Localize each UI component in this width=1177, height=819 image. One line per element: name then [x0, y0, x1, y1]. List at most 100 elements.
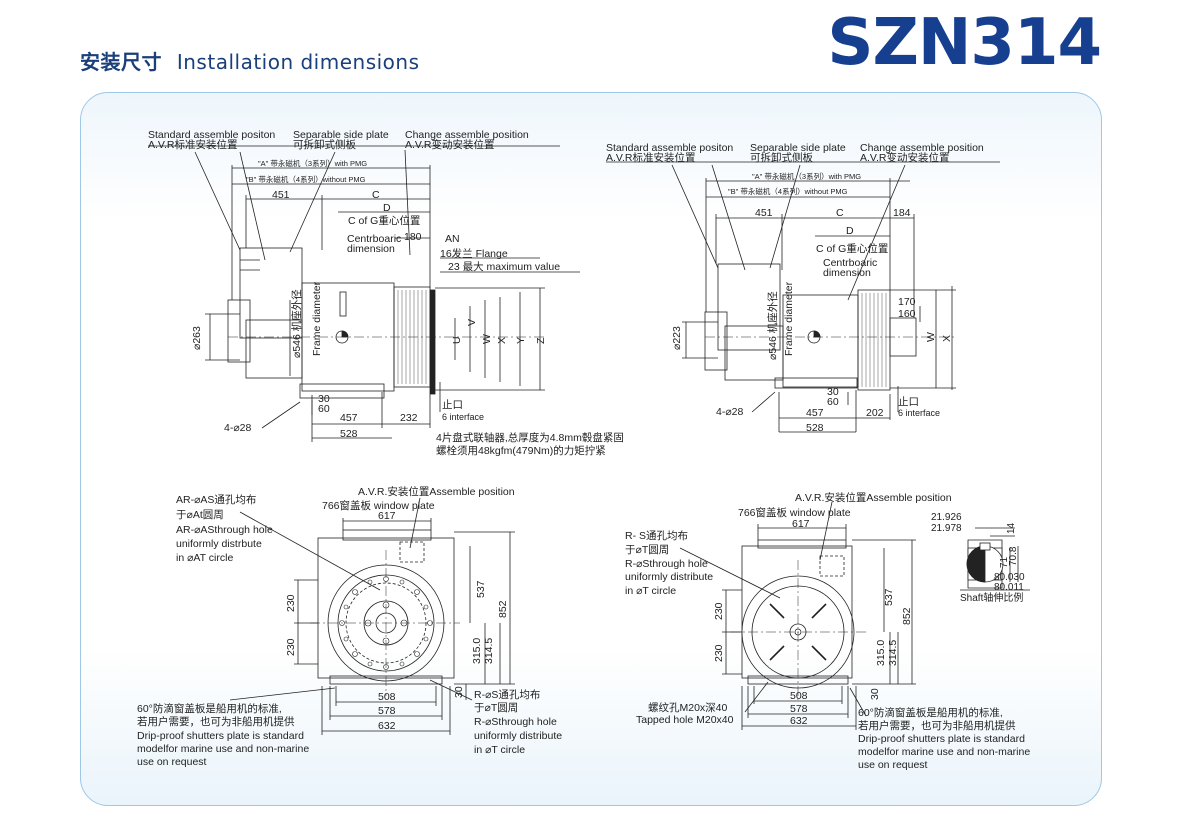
label-r-1: R-⌀S通孔均布 [474, 688, 540, 701]
dim-160: 160 [898, 308, 916, 320]
drawing-panel [80, 92, 1102, 806]
label-ar-5: in ⌀AT circle [176, 552, 233, 564]
label-stop: 止口 [442, 399, 463, 411]
label-iface: 6 interface [442, 412, 484, 422]
pmg-box [704, 311, 728, 371]
label-flange: 16发兰 Flange [440, 247, 508, 260]
note-drip-2: 若用户需要，也可为非船用机提供 [137, 715, 295, 728]
dim-232: 232 [400, 412, 418, 424]
label-cog: C of G重心位置 [348, 214, 420, 227]
label-change-pos-zh: A.V.R变动安装位置 [405, 138, 494, 151]
label-iface: 6 interface [898, 408, 940, 418]
avr-position [399, 541, 425, 563]
label-ar-2: 于⌀At圆周 [176, 509, 224, 521]
dim-x: X [941, 335, 953, 342]
end-view-left-labels: AR-⌀AS通孔均布 于⌀At圆周 AR-⌀ASthrough hole uni… [137, 485, 562, 768]
label-sep-plate: Separable side plate [750, 142, 846, 154]
dim-d: D [846, 225, 854, 237]
label-ar-4: uniformly distrbute [176, 538, 262, 550]
dim-315: 315.0 [875, 640, 887, 666]
end-view-left [229, 497, 515, 735]
window-plate [757, 539, 847, 549]
base-foot [299, 383, 385, 399]
label-an: AN [445, 233, 460, 245]
avr-box [717, 263, 781, 351]
dim-578: 578 [790, 703, 808, 715]
dim-d: D [383, 202, 391, 214]
dim-263: ⌀263 [191, 326, 203, 350]
label-r-4: uniformly distribute [474, 730, 562, 742]
dim-457: 457 [340, 412, 358, 424]
dim-617: 617 [378, 510, 396, 522]
label-window: 766窗盖板 window plate [322, 499, 435, 512]
dim-223: ⌀223 [671, 326, 683, 350]
label-max: 23 最大 maximum value [448, 260, 560, 273]
shaft-detail-labels: 21.926 21.978 14 71 70.8 80.030 80.011 S… [931, 512, 1025, 604]
dim-80030: 80.030 [994, 572, 1025, 583]
label-avr: A.V.R.安装位置Assemble position [795, 491, 952, 504]
dim-632: 632 [790, 715, 808, 727]
dim-180: 180 [404, 231, 422, 243]
avr-box [239, 247, 303, 339]
dim-71: 71 [999, 556, 1010, 568]
dim-y: Y [515, 337, 527, 344]
dim-314: 314.5 [483, 638, 495, 664]
dim-x: X [496, 337, 508, 344]
dim-21926: 21.926 [931, 512, 962, 523]
label-ar-1: AR-⌀AS通孔均布 [176, 493, 256, 506]
page-title-en: Installation dimensions [176, 50, 420, 74]
dim-528: 528 [340, 428, 358, 440]
dim-451: 451 [272, 189, 290, 201]
label-holes: 4-⌀28 [224, 422, 251, 434]
label-r-5: in ⌀T circle [625, 585, 676, 597]
dim-30: 30 [453, 686, 465, 698]
label-centrboaric: Centrboaric [347, 233, 401, 245]
endshield [245, 319, 303, 379]
model-number: SZN314 [827, 6, 1102, 80]
dim-60: 60 [827, 396, 839, 408]
note-coupling-2: 螺栓须用48kgfm(479Nm)的力矩拧紧 [436, 444, 606, 457]
side-view-left [148, 145, 580, 442]
label-stop: 止口 [898, 396, 919, 408]
window-plate [342, 529, 432, 541]
label-frame-zh: ⌀546 机座外径 [766, 291, 779, 360]
label-std-pos: Standard assemble positon [148, 129, 275, 141]
label-ar-3: AR-⌀ASthrough hole [176, 524, 273, 536]
label-a: "A" 带永磁机（3系列）with PMG [258, 158, 367, 168]
label-tapped-zh: 螺纹孔M20x深40 [648, 701, 728, 714]
dim-632: 632 [378, 720, 396, 732]
dim-578: 578 [378, 705, 396, 717]
dim-30: 30 [869, 688, 881, 700]
dim-30: 30 [318, 393, 330, 405]
dim-230b: 230 [285, 638, 297, 656]
dim-508: 508 [378, 691, 396, 703]
label-std-pos-zh: A.V.R标准安装位置 [606, 151, 695, 164]
shaft-caption: Shaft轴伸比例 [960, 591, 1023, 604]
note-drip-5: use on request [858, 759, 928, 771]
label-r-3: R-⌀Sthrough hole [625, 558, 708, 570]
note-drip-1: 60°防滴窗盖板是船用机的标准, [858, 706, 1003, 719]
dim-u: U [451, 336, 463, 344]
label-frame-zh: ⌀546 机座外径 [290, 289, 303, 358]
label-window: 766窗盖板 window plate [738, 506, 851, 519]
dim-60: 60 [318, 403, 330, 415]
dim-c: C [836, 207, 844, 219]
dim-170: 170 [898, 296, 916, 308]
dim-528: 528 [806, 422, 824, 434]
label-tapped-en: Tapped hole M20x40 [636, 714, 734, 726]
label-r-2: 于⌀T圆周 [625, 544, 669, 556]
note-drip-3: Drip-proof shutters plate is standard [858, 733, 1025, 745]
note-drip-2: 若用户需要，也可为非船用机提供 [858, 719, 1016, 732]
label-r-4: uniformly distribute [625, 571, 713, 583]
label-frame-en: Frame diameter [311, 281, 323, 356]
dim-315: 315.0 [471, 638, 483, 664]
label-std-pos-zh: A.V.R标准安装位置 [148, 138, 237, 151]
label-sep-plate-zh: 可拆卸式侧板 [750, 151, 813, 164]
note-drip-1: 60°防滴窗盖板是船用机的标准, [137, 702, 282, 715]
note-coupling-1: 4片盘式联轴器,总厚度为4.8mm毂盘紧固 [436, 431, 624, 444]
label-change-pos: Change assemble position [860, 142, 984, 154]
avr-position [819, 555, 845, 577]
dim-30: 30 [827, 386, 839, 398]
dim-21978: 21.978 [931, 523, 962, 534]
